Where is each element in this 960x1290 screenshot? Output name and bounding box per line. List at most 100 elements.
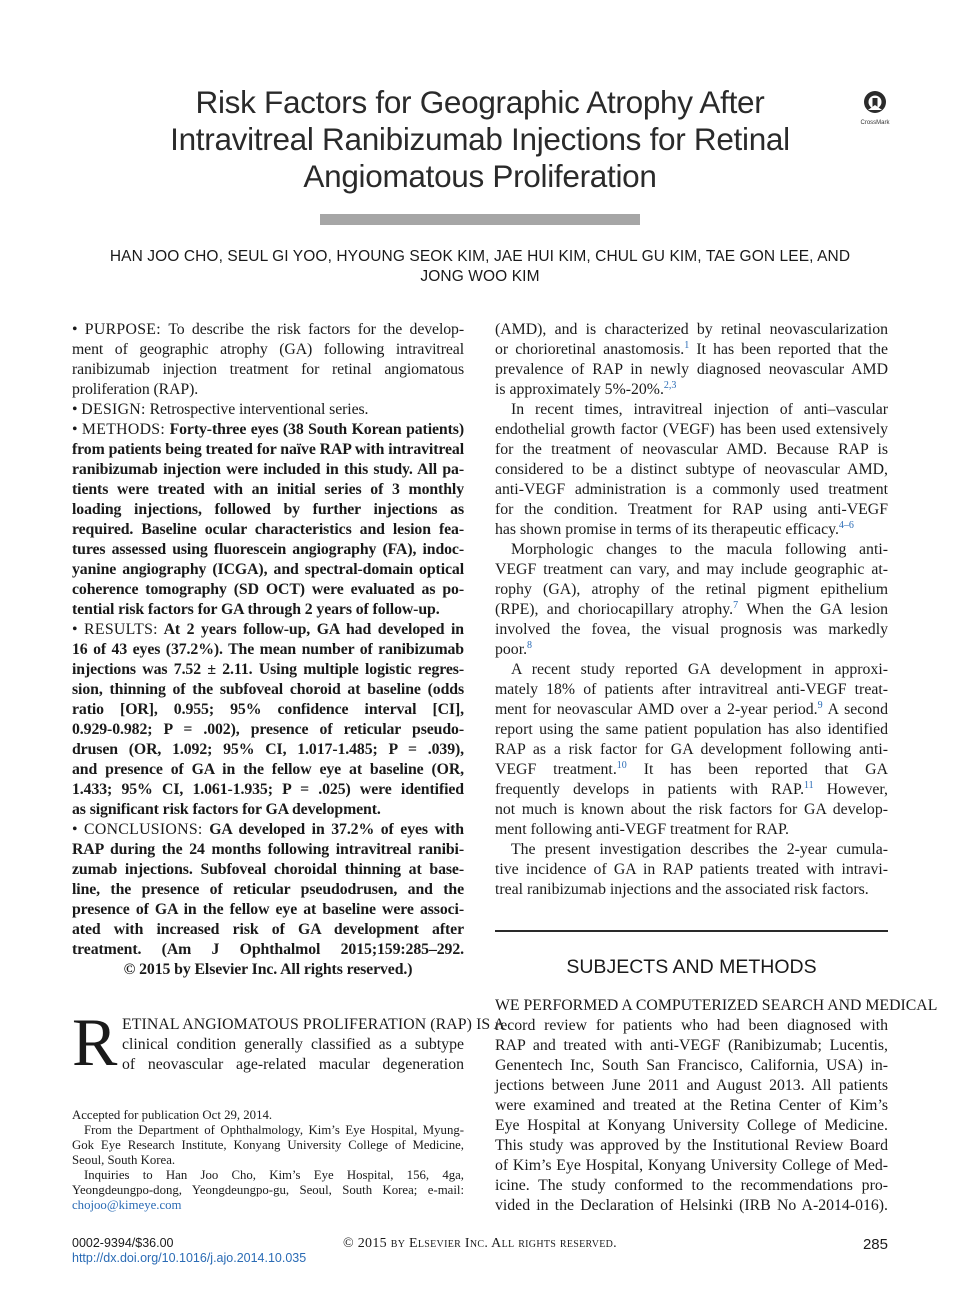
body-line: ment following anti-VEGF treatment for R… <box>495 821 789 838</box>
body-line: tive incidence of GA in RAP patients tre… <box>495 861 888 878</box>
body-line: In recent times, intravitreal injection … <box>511 401 888 418</box>
body-line: Morphologic changes to the macula follow… <box>511 541 888 558</box>
body-line: prevalence of RAP in newly diagnosed neo… <box>495 361 888 378</box>
purpose-label: PURPOSE: <box>84 321 161 338</box>
abstract-conclusions-line: • CONCLUSIONS: GA developed in 37.2% of … <box>72 820 464 840</box>
body-text: VEGF treatment. <box>495 761 617 778</box>
body-line: (RPE), and choriocapillary atrophy.7 Whe… <box>495 600 888 620</box>
citation-link[interactable]: 7 <box>733 600 739 611</box>
abstract-methods-line: • METHODS: Forty-three eyes (38 South Ko… <box>72 420 464 440</box>
abstract-line: loading injections, followed by further … <box>72 501 464 518</box>
abstract-line: coherence tomography (SD OCT) were evalu… <box>72 581 464 598</box>
citation-link[interactable]: 10 <box>616 760 627 771</box>
crossmark-logo <box>864 91 886 113</box>
methods-line: WE PERFORMED A COMPUTERIZED SEARCH AND M… <box>495 997 938 1014</box>
title-line: Intravitreal Ranibizumab Injections for … <box>170 121 790 157</box>
intro-line: of neovascular age-related macular degen… <box>122 1056 464 1073</box>
body-line: A recent study reported GA development i… <box>511 661 888 678</box>
article-title: Risk Factors for Geographic Atrophy Afte… <box>100 84 860 195</box>
results-text: At 2 years follow-up, GA had developed i… <box>163 621 465 638</box>
body-line: rophy (GA), atrophy of the retinal pigme… <box>495 581 888 598</box>
abstract-line: sion, thinning of the subfoveal choroid … <box>72 681 464 698</box>
body-line: treal ranibizumab injections and the ass… <box>495 881 869 898</box>
methods-line: This study was approved by the Instituti… <box>495 1137 888 1154</box>
methods-text: Forty-three eyes (38 South Korean patien… <box>169 421 465 438</box>
body-line: considered to be a distinct subtype of n… <box>495 461 888 478</box>
methods-line: jections between June 2011 and August 20… <box>495 1077 888 1094</box>
crossmark-label: CrossMark <box>860 120 890 126</box>
abstract-line: ated with increased risk of GA developme… <box>72 921 464 938</box>
methods-paragraph: WE PERFORMED A COMPUTERIZED SEARCH AND M… <box>495 996 938 1216</box>
body-text: It has been reported that the <box>689 341 889 358</box>
abstract-line: ranibizumab injection were included in t… <box>72 461 464 478</box>
body-line: RAP as a risk factor for GA development … <box>495 741 888 758</box>
methods-line: Genentech Inc, South San Francisco, Cali… <box>495 1057 888 1074</box>
body-line: involved the fovea, the visual prognosis… <box>495 621 888 638</box>
title-line: Angiomatous Proliferation <box>303 158 657 194</box>
body-line: or chorioretinal anastomosis.1 It has be… <box>495 340 888 360</box>
crossmark-icon[interactable]: CrossMark <box>858 90 892 126</box>
footnote-line: Seoul, South Korea. <box>72 1153 176 1167</box>
abstract-line: treatment. (Am J Ophthalmol 2015;159:285… <box>72 941 464 958</box>
citation-link[interactable]: 11 <box>804 780 814 791</box>
abstract-line: tures assessed using fluorescein angiogr… <box>72 541 464 558</box>
methods-line: RAP and treated with anti-VEGF (Ranibizu… <box>495 1037 888 1054</box>
body-text: poor. <box>495 641 528 658</box>
body-line: (AMD), and is characterized by retinal n… <box>495 321 888 338</box>
body-line: is approximately 5%-20%.2,3 <box>495 380 888 400</box>
abstract-line: © 2015 by Elsevier Inc. All rights reser… <box>123 961 413 978</box>
email-link[interactable]: chojoo@kimeye.com <box>72 1198 182 1212</box>
body-text: frequently develops in patients with RAP… <box>495 781 805 798</box>
intro-paragraph: ETINAL ANGIOMATOUS PROLIFERATION (RAP) I… <box>122 1015 505 1075</box>
abstract-line: tential risk factors for GA through 2 ye… <box>72 601 440 618</box>
citation-link[interactable]: 1 <box>684 340 690 351</box>
abstract-line: ment of geographic atrophy (GA) followin… <box>72 341 464 358</box>
body-text: When the GA lesion <box>738 601 888 618</box>
footer-ids: 0002-9394/$36.00 http://dx.doi.org/10.10… <box>72 1236 306 1266</box>
conclusions-text: GA developed in 37.2% of eyes with <box>209 821 464 838</box>
footnote-line: Inquiries to Han Joo Cho, Kim’s Eye Hosp… <box>84 1168 464 1182</box>
abstract-line: drusen (OR, 1.092; 95% CI, 1.017-1.485; … <box>72 741 464 758</box>
intro-line: clinical condition generally classified … <box>122 1036 464 1053</box>
abstract-line: from patients being treated for naïve RA… <box>72 441 464 458</box>
footnote-line: Gok Eye Research Institute, Konyang Univ… <box>72 1138 464 1152</box>
bullet: • <box>72 321 78 338</box>
body-line: The present investigation describes the … <box>511 841 888 858</box>
footnote-line: Accepted for publication Oct 29, 2014. <box>72 1108 273 1122</box>
body-text: (RPE), and choriocapillary atrophy. <box>495 601 734 618</box>
results-label: RESULTS: <box>84 621 158 638</box>
abstract-results-line: • RESULTS: At 2 years follow-up, GA had … <box>72 620 464 640</box>
bullet: • <box>72 401 78 418</box>
section-rule <box>495 930 888 932</box>
citation-link[interactable]: 9 <box>817 700 823 711</box>
body-text: However, <box>813 781 888 798</box>
citation-link[interactable]: 4–6 <box>838 520 854 531</box>
design-label: DESIGN: <box>81 401 146 418</box>
author-line: HAN JOO CHO, SEUL GI YOO, HYOUNG SEOK KI… <box>109 248 851 265</box>
intro-line: ETINAL ANGIOMATOUS PROLIFERATION (RAP) I… <box>122 1016 505 1033</box>
abstract-line: as significant risk factors for GA devel… <box>72 801 381 818</box>
body-line: VEGF treatment.10 It has been reported t… <box>495 760 888 780</box>
abstract: • PURPOSE: To describe the risk factors … <box>72 320 464 980</box>
footnote-line: From the Department of Ophthalmology, Ki… <box>84 1123 464 1137</box>
citation-link[interactable]: 2,3 <box>663 380 677 391</box>
doi-link[interactable]: http://dx.doi.org/10.1016/j.ajo.2014.10.… <box>72 1251 307 1265</box>
issn: 0002-9394/$36.00 <box>72 1236 174 1250</box>
footnote-line: Yeongdeungpo-dong, Yeongdeungpo-gu, Seou… <box>72 1183 464 1197</box>
citation-link[interactable]: 8 <box>527 640 533 651</box>
body-text: has shown promise in terms of its therap… <box>495 521 839 538</box>
methods-line: icine. The study conformed to the recomm… <box>495 1177 888 1194</box>
author-line: JONG WOO KIM <box>420 267 540 285</box>
body-line: report using the same patient population… <box>495 721 888 738</box>
conclusions-label: CONCLUSIONS: <box>84 821 203 838</box>
abstract-line: 1.433; 95% CI, 1.061-1.935; P = .025) we… <box>72 781 464 798</box>
methods-line: record review for patients who had been … <box>495 1017 888 1034</box>
title-line: Risk Factors for Geographic Atrophy Afte… <box>195 84 765 120</box>
body-line: ment for neovascular AMD over a 2-year p… <box>495 700 888 720</box>
abstract-line: zumab injections. Subfoveal choroidal th… <box>72 861 464 878</box>
abstract-line: injections was 7.52 ± 2.11. Using multip… <box>72 661 464 678</box>
body-line: poor.8 <box>495 640 888 660</box>
abstract-line: RAP during the 24 months following intra… <box>72 841 464 858</box>
design-text: Retrospective interventional series. <box>149 401 369 418</box>
body-line: has shown promise in terms of its therap… <box>495 520 888 540</box>
